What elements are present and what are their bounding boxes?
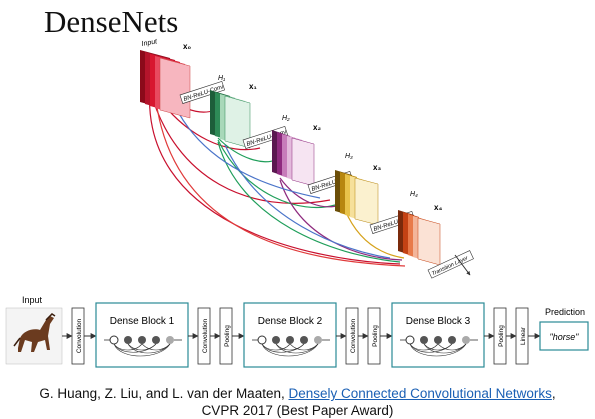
stage-pool2-label: Pooling <box>224 325 231 347</box>
x0-label: x₀ <box>183 42 191 51</box>
dense-block-3: Dense Block 3 <box>391 302 485 368</box>
dense-block-2-label: Dense Block 2 <box>258 316 323 327</box>
h4-label: H₄ <box>410 191 418 198</box>
stage-pool4-label: Pooling <box>498 325 505 347</box>
stage-linear-label: Linear <box>520 326 527 345</box>
h2-label: H₂ <box>282 115 290 122</box>
stage-conv1-label: Convolution <box>76 318 83 353</box>
prediction-label: Prediction <box>545 307 585 317</box>
paper-link[interactable]: Densely Connected Convolutional Networks <box>288 386 552 401</box>
layer-x4-stack <box>398 210 441 266</box>
layer-x3-stack <box>335 170 379 226</box>
citation-comma: , <box>551 386 556 401</box>
transition-arrow <box>454 254 471 276</box>
citation-venue: CVPR 2017 (Best Paper Award) <box>201 403 394 418</box>
dense-block-3-label: Dense Block 3 <box>406 316 471 327</box>
dense-block-2-graph <box>252 335 330 357</box>
citation-authors: G. Huang, Z. Liu, and L. van der Maaten, <box>39 386 285 401</box>
pipeline: Input Convolution Dense Block 1 <box>5 295 589 368</box>
layer-x1-stack <box>210 90 251 149</box>
dense-block-illustration: Input x₀ BN-ReLU-Conv H₁ x₁ BN-ReLU-Conv… <box>140 38 474 279</box>
prediction-box <box>539 321 589 351</box>
layer-x0-stack <box>140 50 191 119</box>
dense-block-3-graph <box>400 335 478 357</box>
diagram-title: DenseNets <box>44 4 179 39</box>
input-tensor-label: Input <box>141 38 159 48</box>
x1-label: x₁ <box>249 82 257 91</box>
h1-label: H₁ <box>218 75 226 82</box>
x4-label: x₄ <box>434 203 442 212</box>
stage-conv2-label: Convolution <box>202 318 209 353</box>
layer-x2-stack <box>272 130 315 187</box>
dense-block-1-graph <box>104 335 182 357</box>
dense-block-1-label: Dense Block 1 <box>110 316 175 327</box>
horse-image <box>5 307 63 365</box>
prediction-value: "horse" <box>550 332 580 342</box>
x2-label: x₂ <box>313 123 321 132</box>
dense-block-2: Dense Block 2 <box>243 302 337 368</box>
dense-block-1: Dense Block 1 <box>95 302 189 368</box>
stage-conv3-label: Convolution <box>350 318 357 353</box>
x3-label: x₃ <box>373 163 381 172</box>
citation: G. Huang, Z. Liu, and L. van der Maaten,… <box>0 385 595 419</box>
stage-pool3-label: Pooling <box>372 325 379 347</box>
h3-label: H₃ <box>345 153 353 160</box>
pipeline-input-label: Input <box>22 295 43 305</box>
